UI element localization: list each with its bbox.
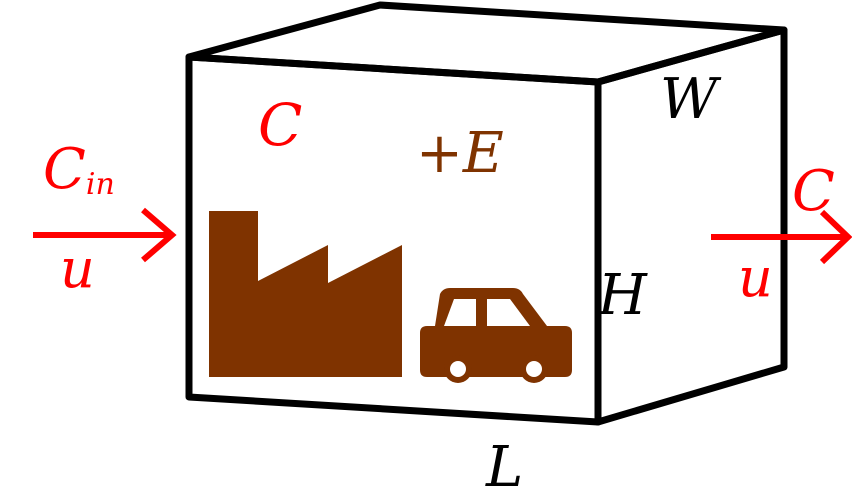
inflow-arrow — [33, 207, 177, 263]
width-label: W — [660, 67, 722, 132]
length-label: L — [485, 435, 523, 490]
outflow-arrow — [711, 209, 852, 265]
outflow-velocity-label: u — [738, 246, 773, 309]
height-label: H — [597, 263, 648, 328]
inflow-concentration-subscript: in — [86, 167, 115, 202]
inflow-concentration-symbol: C — [43, 137, 86, 202]
emission-label: +E — [416, 121, 504, 186]
box-side-face — [594, 26, 788, 426]
inflow-concentration-label: Cin — [43, 137, 115, 202]
car-icon — [420, 288, 572, 383]
factory-icon — [209, 211, 402, 377]
box-volume — [185, 1, 788, 426]
outflow-concentration-label: C — [792, 159, 835, 224]
concentration-inside-label: C — [258, 91, 302, 159]
inflow-velocity-label: u — [60, 237, 95, 300]
